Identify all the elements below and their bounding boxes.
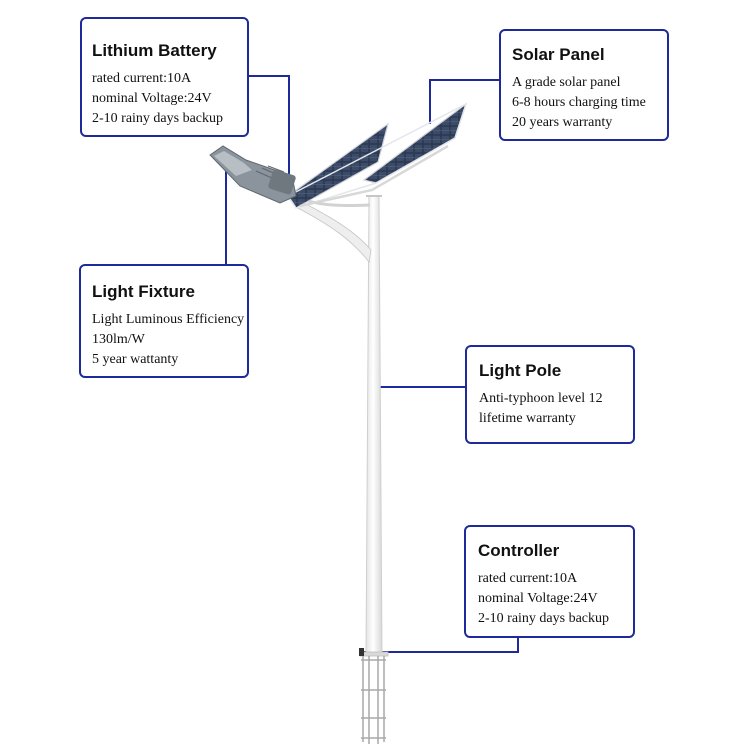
- callout-line: 130lm/W: [92, 332, 145, 347]
- callout-line: Light Luminous Efficiency: [92, 312, 245, 327]
- callout-line: 2-10 rainy days backup: [92, 111, 224, 126]
- leader-controller: [362, 638, 519, 653]
- callout-line: rated current:10A: [92, 71, 192, 86]
- callout-line: A grade solar panel: [512, 75, 621, 90]
- fixture-battery: [268, 169, 296, 195]
- callout-light-pole: Light Pole Anti-typhoon level 12 lifetim…: [465, 345, 635, 444]
- pole-shaft: [365, 195, 383, 656]
- callout-title: Controller: [478, 541, 560, 560]
- callout-title: Solar Panel: [512, 45, 605, 64]
- callout-line: 2-10 rainy days backup: [478, 611, 610, 626]
- callout-lithium-battery: Lithium Battery rated current:10A nomina…: [80, 17, 249, 137]
- fixture-lens: [214, 151, 252, 176]
- callout-line: 5 year wattanty: [92, 352, 179, 367]
- light-pole: [295, 195, 389, 744]
- leader-lines: [225, 75, 519, 653]
- solar-panel-bracket: [299, 144, 449, 208]
- callout-title: Light Fixture: [92, 282, 195, 301]
- callout-line: lifetime warranty: [479, 411, 576, 426]
- controller-box: [359, 648, 364, 656]
- callout-title: Light Pole: [479, 361, 562, 380]
- callout-controller: Controller rated current:10A nominal Vol…: [464, 525, 635, 638]
- callout-light-fixture: Light Fixture Light Luminous Efficiency …: [79, 264, 249, 378]
- solar-panel-frame: [286, 102, 468, 209]
- light-fixture: [209, 145, 297, 204]
- callout-line: 20 years warranty: [512, 115, 613, 130]
- pole-flange: [359, 651, 389, 657]
- pole-arm-brace: [304, 198, 371, 207]
- callout-line: nominal Voltage:24V: [478, 591, 598, 606]
- callout-line: rated current:10A: [478, 571, 578, 586]
- callout-line: Anti-typhoon level 12: [479, 391, 603, 406]
- callout-line: nominal Voltage:24V: [92, 91, 212, 106]
- leader-battery: [249, 75, 290, 178]
- callout-title: Lithium Battery: [92, 41, 217, 60]
- leader-solar: [429, 79, 499, 124]
- pole-arm: [295, 200, 372, 263]
- solar-panel: [286, 102, 468, 209]
- callout-line: 6-8 hours charging time: [512, 95, 646, 110]
- anchor-cage: [361, 656, 386, 744]
- callout-solar-panel: Solar Panel A grade solar panel 6-8 hour…: [499, 29, 669, 141]
